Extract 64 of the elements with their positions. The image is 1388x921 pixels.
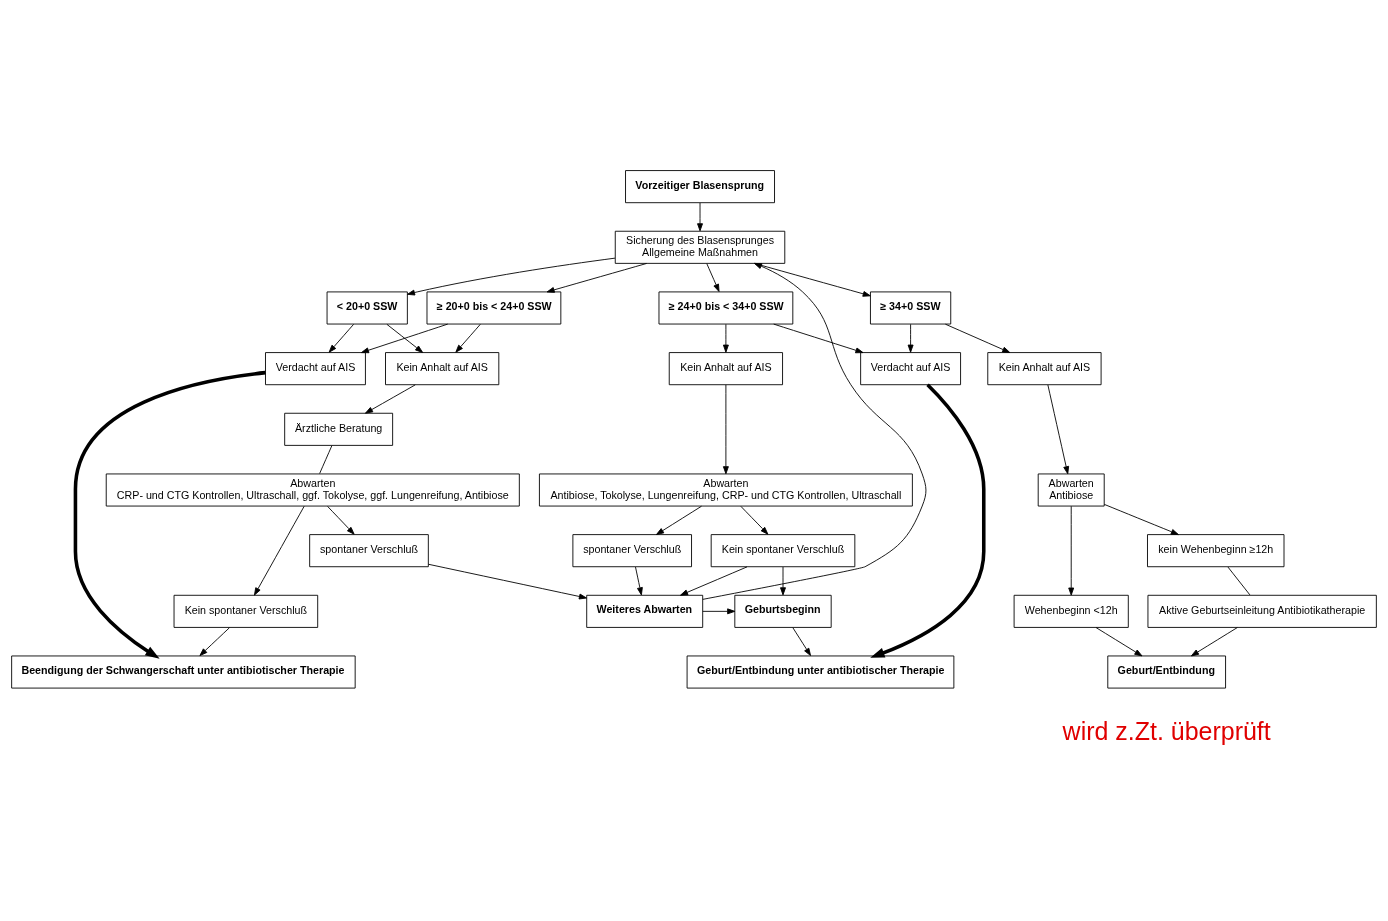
node-box: Geburt/Entbindung unter antibiotischer Therapie (686, 655, 955, 689)
node-box: Kein spontaner Verschluß (173, 594, 319, 628)
node-box: Kein spontaner Verschluß (710, 533, 856, 567)
arrow (328, 323, 355, 353)
arrow (792, 626, 811, 656)
arrow (407, 257, 616, 295)
arrow (428, 563, 587, 599)
connector (319, 444, 333, 474)
node-box: Kein Anhalt auf AIS (385, 351, 500, 385)
arrow (73, 370, 266, 659)
arrow (697, 202, 703, 231)
arrow (635, 566, 643, 595)
arrow (1095, 626, 1143, 656)
node-box: ≥ 20+0 bis < 24+0 SSW (426, 290, 562, 324)
arrow (199, 626, 230, 656)
node-box: Geburt/Entbindung (1107, 655, 1226, 689)
arrow (1190, 626, 1238, 656)
arrow (722, 384, 729, 474)
arrow (870, 382, 986, 658)
node-box: Sicherung des Blasensprunges Allgemeine Maßnahmen (614, 230, 786, 264)
node-box: ≥ 34+0 SSW (870, 290, 952, 324)
node-box: < 20+0 SSW (326, 290, 408, 324)
node-box: Abwarten CRP- und CTG Kontrollen, Ultraschall, ggf. Tokolyse, ggf. Lungenreifung, Antibiose (105, 473, 520, 506)
arrow (327, 505, 355, 535)
node-box: Geburtsbeginn (734, 594, 832, 628)
arrow (1047, 384, 1070, 474)
arrow (722, 323, 729, 353)
arrow (386, 323, 424, 353)
arrow (944, 323, 1011, 353)
arrow (754, 262, 871, 297)
arrow (773, 323, 864, 353)
arrow (740, 505, 769, 535)
node-box: Abwarten Antibiose (1037, 473, 1105, 506)
arrow (455, 323, 481, 353)
node-box: Ärztliche Beratung (284, 412, 394, 446)
arrow (1103, 503, 1179, 535)
node-box: kein Wehenbeginn ≥12h (1147, 533, 1285, 567)
node-box: Kein Anhalt auf AIS (668, 351, 783, 385)
node-box: Wehenbeginn <12h (1013, 594, 1129, 628)
arrow (780, 566, 786, 595)
arrow (702, 607, 736, 614)
arrow (546, 262, 648, 293)
arrow (907, 323, 914, 353)
node-box: Verdacht auf AIS (860, 351, 961, 385)
arrow (1068, 505, 1075, 596)
node-box: spontaner Verschluß (572, 533, 692, 567)
node-box: Beendigung der Schwangerschaft unter antibiotischer Therapie (11, 655, 356, 689)
node-box: Verdacht auf AIS (265, 351, 366, 385)
connector (1227, 566, 1251, 595)
arrow (365, 383, 416, 414)
arrow (706, 262, 720, 292)
node-box: spontaner Verschluß (309, 533, 429, 567)
arrow (702, 262, 927, 600)
node-box: Weiteres Abwarten (586, 594, 704, 628)
node-box: ≥ 24+0 bis < 34+0 SSW (658, 290, 794, 324)
arrow (656, 505, 702, 535)
node-box: Abwarten Antibiose, Tokolyse, Lungenreifung, CRP- und CTG Kontrollen, Ultraschall (538, 473, 913, 506)
node-box: Kein Anhalt auf AIS (987, 351, 1102, 385)
arrow (254, 505, 305, 596)
label: wird z.Zt. überprüft (1062, 716, 1271, 745)
arrow (680, 565, 748, 596)
arrow (361, 323, 449, 353)
node-box: Vorzeitiger Blasensprung (625, 169, 775, 203)
node-box: Aktive Geburtseinleitung Antibiotikatherapie (1147, 594, 1377, 628)
